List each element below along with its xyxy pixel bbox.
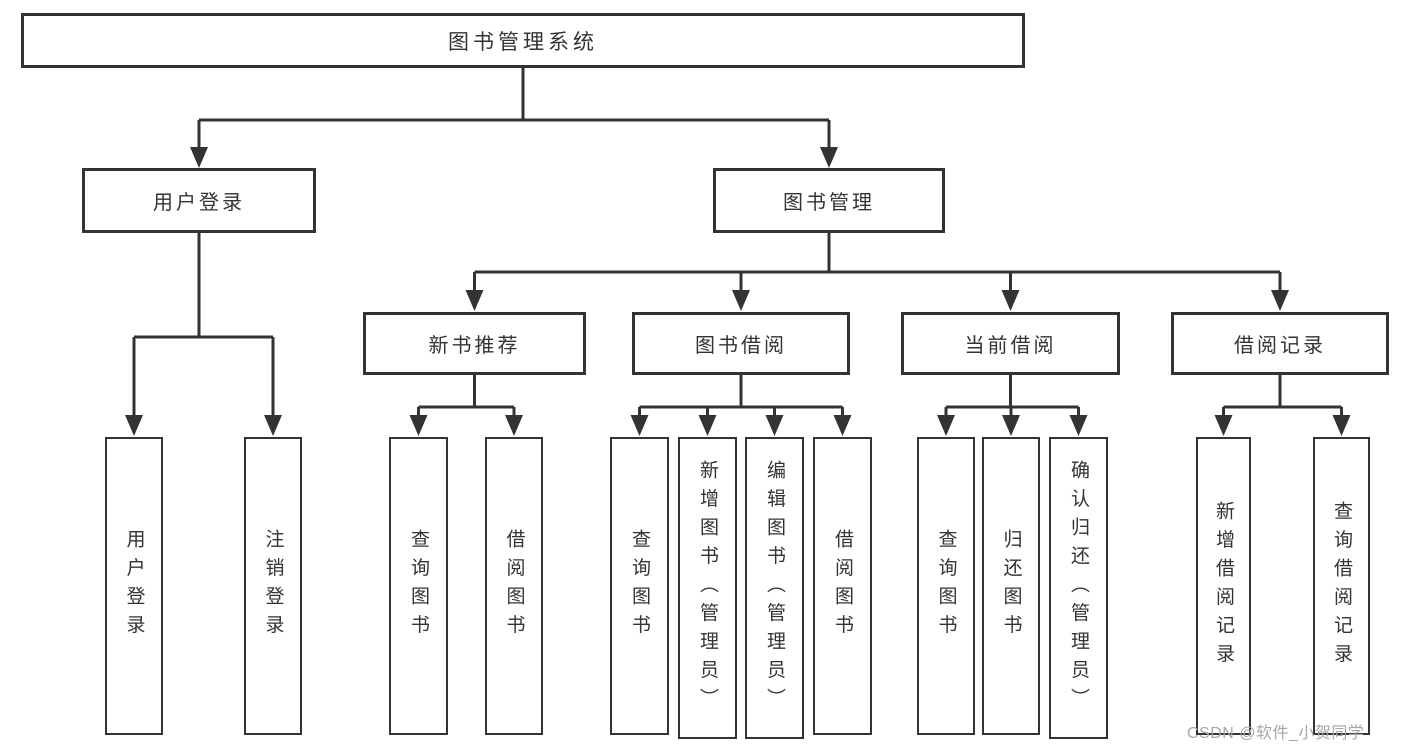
arrowheads — [125, 147, 1351, 436]
node-current-borrow: 当前借阅 — [901, 312, 1120, 375]
node-label: 用户登录 — [123, 529, 145, 643]
connector-strokes — [132, 68, 1343, 418]
node-label: 注销登录 — [262, 529, 284, 643]
leaf-add-book-admin: 新增图书（管理员） — [678, 437, 737, 739]
node-label: 借阅图书 — [503, 529, 525, 643]
node-new-book-recommend: 新书推荐 — [363, 312, 586, 375]
leaf-borrow-book-1: 借阅图书 — [485, 437, 543, 735]
leaf-query-book-2: 查询图书 — [610, 437, 669, 735]
node-label: 编辑图书（管理员） — [764, 459, 785, 717]
node-label: 借阅图书 — [832, 529, 853, 643]
csdn-watermark: CSDN @软件_小贺同学 — [1187, 725, 1365, 742]
leaf-borrow-book-2: 借阅图书 — [813, 437, 872, 735]
node-library-management-system: 图书管理系统 — [21, 13, 1025, 68]
node-label: 用户登录 — [153, 192, 245, 214]
leaf-add-borrow-record: 新增借阅记录 — [1196, 437, 1251, 735]
leaf-query-book-1: 查询图书 — [389, 437, 448, 735]
node-book-management: 图书管理 — [713, 168, 945, 233]
leaf-confirm-return-admin: 确认归还（管理员） — [1049, 437, 1108, 739]
node-label: 当前借阅 — [964, 335, 1057, 357]
leaf-edit-book-admin: 编辑图书（管理员） — [745, 437, 804, 739]
node-book-borrow: 图书借阅 — [632, 312, 850, 375]
node-user-login: 用户登录 — [82, 168, 316, 233]
node-borrow-record: 借阅记录 — [1171, 312, 1389, 375]
leaf-user-login: 用户登录 — [105, 437, 163, 735]
node-label: 新增图书（管理员） — [697, 459, 718, 717]
node-label: 确认归还（管理员） — [1068, 459, 1089, 717]
leaf-logout: 注销登录 — [244, 437, 302, 735]
node-label: 归还图书 — [1000, 529, 1022, 643]
leaf-query-borrow-record: 查询借阅记录 — [1313, 437, 1370, 735]
node-label: 图书管理 — [783, 192, 875, 214]
node-label: 图书管理系统 — [448, 30, 598, 54]
leaf-query-book-3: 查询图书 — [917, 437, 975, 735]
node-label: 查询图书 — [629, 529, 650, 643]
node-label: 新增借阅记录 — [1213, 500, 1234, 672]
node-label: 查询借阅记录 — [1331, 500, 1352, 672]
node-label: 查询图书 — [408, 529, 429, 643]
leaf-return-book: 归还图书 — [982, 437, 1040, 735]
node-label: 新书推荐 — [428, 335, 521, 357]
node-label: 查询图书 — [935, 529, 957, 643]
node-label: 图书借阅 — [695, 335, 787, 357]
node-label: 借阅记录 — [1234, 335, 1326, 357]
